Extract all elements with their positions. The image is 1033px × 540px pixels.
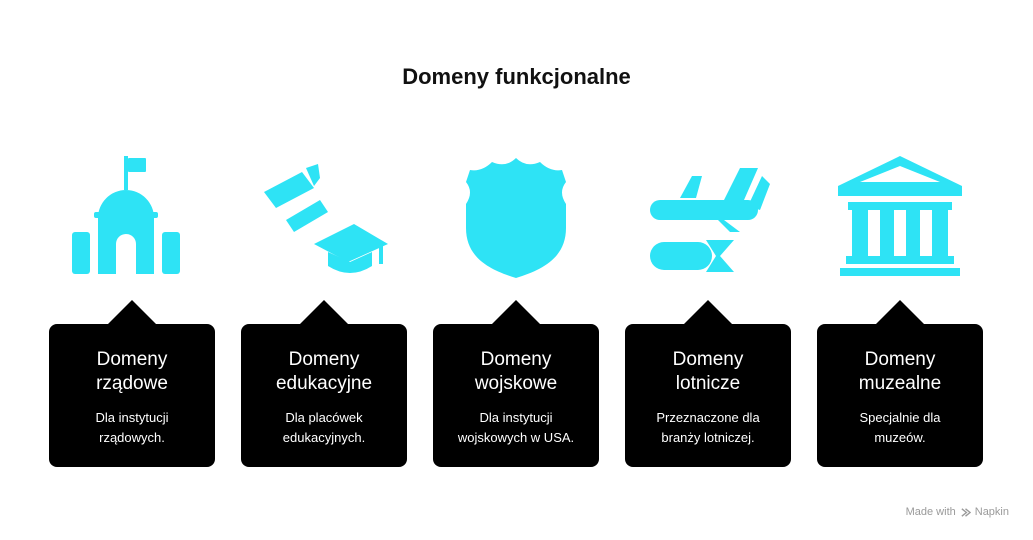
napkin-logo-icon	[960, 507, 971, 518]
card-title: Domeny muzealne	[858, 349, 942, 394]
card-museum: Domeny muzealne Specjalnie dla muzeów.	[817, 300, 983, 467]
card-military: Domeny wojskowe Dla instytucji wojskowyc…	[433, 300, 599, 467]
card-government: Domeny rządowe Dla instytucji rządowych.	[49, 300, 215, 467]
made-with-footer: Made with Napkin	[906, 506, 1009, 518]
graduation-cap-icon	[252, 148, 392, 288]
brand-label: Napkin	[974, 506, 1009, 518]
card-description: Dla instytucji rządowych.	[95, 410, 169, 445]
card-title: Domeny wojskowe	[474, 349, 558, 394]
government-building-icon	[60, 148, 200, 288]
police-badge-icon	[446, 148, 586, 288]
card-title: Domeny edukacyjne	[275, 349, 373, 394]
made-with-label: Made with	[905, 506, 956, 518]
card-title: Domeny lotnicze	[672, 349, 744, 394]
card-aviation: Domeny lotnicze Przeznaczone dla branży …	[625, 300, 791, 467]
card-description: Specjalnie dla muzeów.	[859, 410, 941, 445]
card-description: Dla placówek edukacyjnych.	[282, 410, 366, 445]
card-title: Domeny rządowe	[96, 349, 168, 394]
airplane-icon	[640, 148, 780, 288]
card-description: Dla instytucji wojskowych w USA.	[457, 410, 575, 445]
page-title: Domeny funkcjonalne	[402, 64, 631, 89]
museum-icon	[830, 148, 970, 288]
card-education: Domeny edukacyjne Dla placówek edukacyjn…	[241, 300, 407, 467]
card-description: Przeznaczone dla branży lotniczej.	[656, 410, 760, 445]
